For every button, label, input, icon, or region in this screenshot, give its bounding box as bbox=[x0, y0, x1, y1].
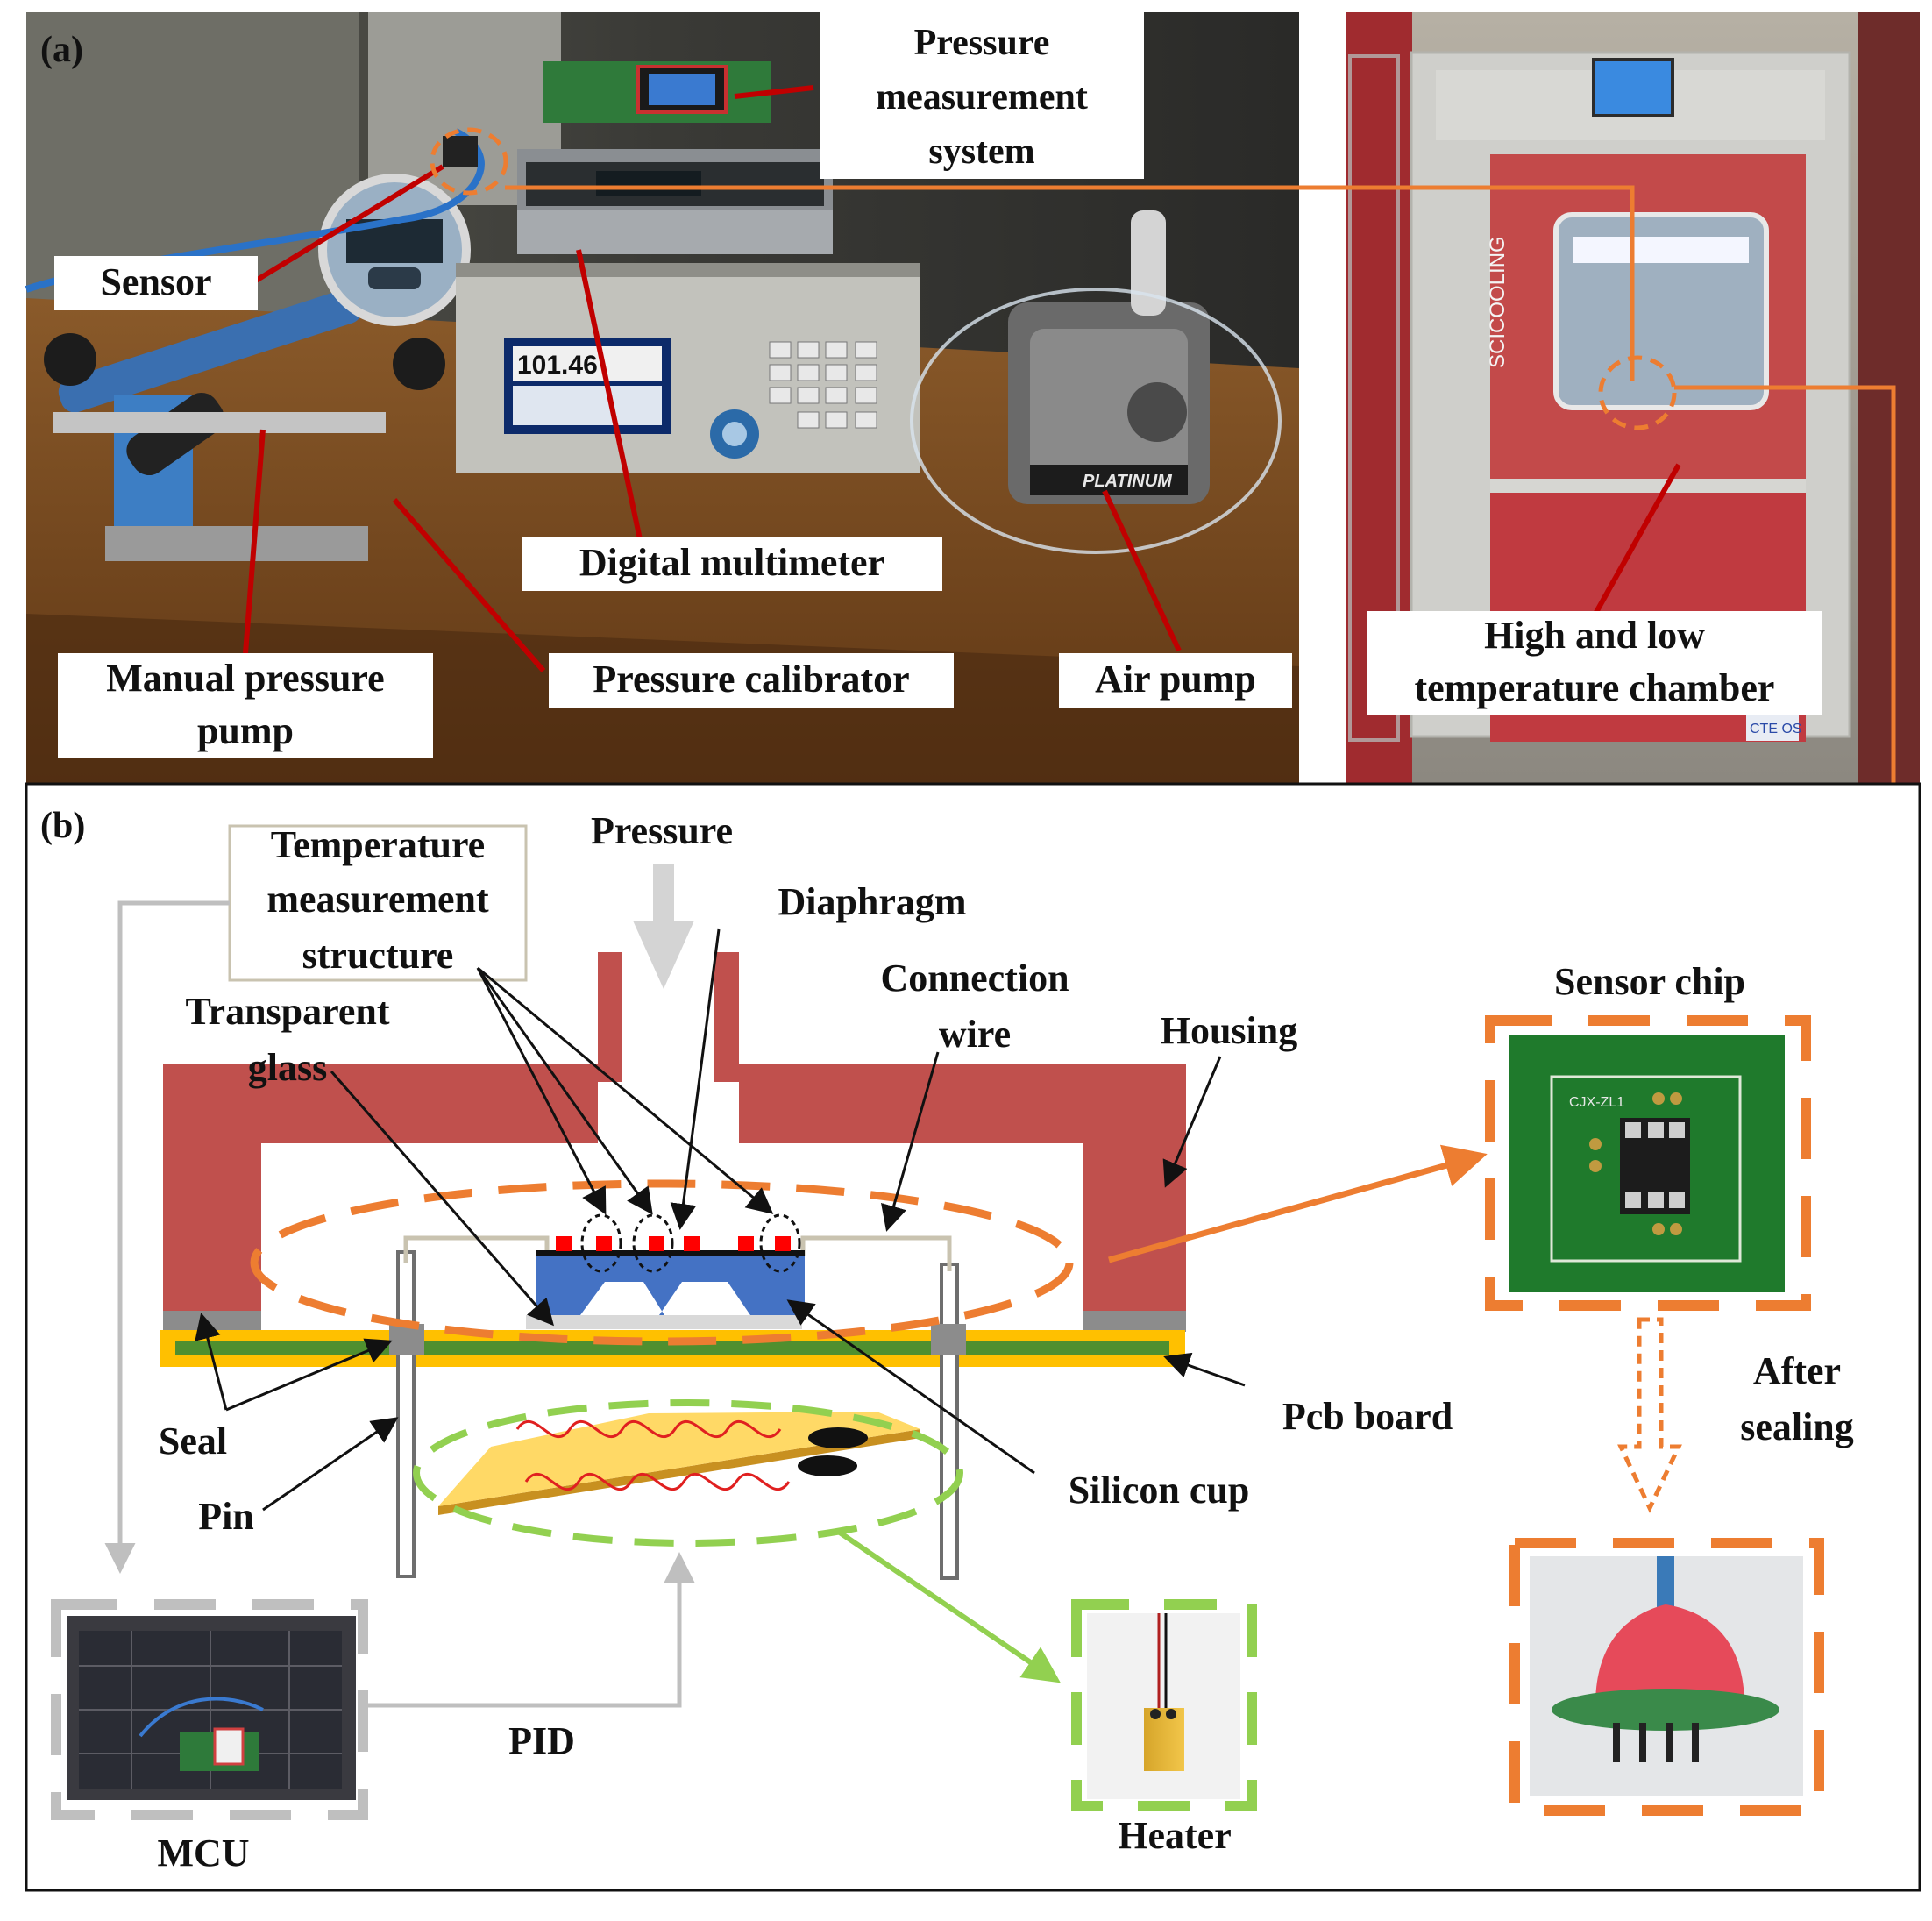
housing bbox=[163, 952, 1186, 1326]
orange-arrow-to-chip bbox=[1108, 1144, 1488, 1263]
svg-text:Digital multimeter: Digital multimeter bbox=[579, 541, 884, 584]
svg-text:Pressure: Pressure bbox=[914, 23, 1050, 63]
svg-text:Pressure calibrator: Pressure calibrator bbox=[593, 658, 909, 701]
label-temperature-chamber: High and low temperature chamber bbox=[1367, 611, 1822, 715]
label-pid: PID bbox=[508, 1719, 575, 1762]
pcb-board bbox=[160, 1330, 1185, 1367]
orange-dashed-ellipse bbox=[250, 1179, 1074, 1346]
label-temperature-measurement-structure: Temperature measurement structure bbox=[228, 823, 528, 982]
air-pump-brand: PLATINUM bbox=[1083, 472, 1173, 491]
label-silicon-cup: Silicon cup bbox=[1069, 1469, 1250, 1512]
label-transparent-glass-1: Transparent bbox=[185, 990, 389, 1033]
sensor-on-stand bbox=[443, 136, 478, 167]
label-pin: Pin bbox=[198, 1495, 254, 1538]
pressure-measurement-board bbox=[543, 61, 771, 123]
leader-lines-a bbox=[243, 85, 1681, 672]
gray-arrow-to-mcu bbox=[104, 900, 230, 1574]
panel-b-tag: (b) bbox=[40, 806, 85, 846]
label-heater: Heater bbox=[1118, 1814, 1231, 1857]
sensor-chip-photo: CJX-ZL1 bbox=[1509, 1035, 1785, 1292]
label-pcb-board: Pcb board bbox=[1282, 1395, 1453, 1438]
heater-element bbox=[438, 1412, 920, 1515]
label-housing: Housing bbox=[1161, 1009, 1298, 1052]
connection-wire-right bbox=[800, 1235, 952, 1271]
label-after-sealing-2: sealing bbox=[1740, 1405, 1854, 1448]
label-diaphragm: Diaphragm bbox=[778, 880, 966, 923]
chamber-badge: CTE OS bbox=[1750, 722, 1802, 736]
sealed-sensor-photo bbox=[1530, 1556, 1803, 1796]
sealed-sensor-dashed-frame bbox=[1509, 1538, 1824, 1816]
label-sensor: Sensor bbox=[54, 256, 258, 310]
label-transparent-glass-2: glass bbox=[248, 1046, 327, 1089]
svg-text:temperature chamber: temperature chamber bbox=[1415, 666, 1775, 709]
label-seal: Seal bbox=[159, 1419, 227, 1462]
svg-text:Air pump: Air pump bbox=[1095, 658, 1256, 701]
label-air-pump: Air pump bbox=[1059, 653, 1292, 708]
heater-dashed-frame bbox=[1071, 1599, 1257, 1811]
label-mcu: MCU bbox=[157, 1832, 249, 1875]
chamber-photo: SCICOOLING CTE OS bbox=[1346, 12, 1920, 784]
callout-arrows-b bbox=[195, 928, 1246, 1512]
mcu-photo bbox=[67, 1616, 356, 1800]
svg-text:Sensor: Sensor bbox=[100, 260, 211, 303]
svg-text:Temperature: Temperature bbox=[271, 823, 485, 866]
svg-text:Manual pressure: Manual pressure bbox=[106, 657, 384, 700]
manual-pump-device bbox=[44, 288, 445, 561]
label-digital-multimeter: Digital multimeter bbox=[522, 537, 942, 591]
after-sealing-arrow bbox=[1617, 1317, 1682, 1513]
chip-cross-section bbox=[526, 1213, 805, 1329]
multimeter-device bbox=[517, 149, 833, 254]
label-connection-wire-2: wire bbox=[939, 1013, 1011, 1056]
seal-left bbox=[163, 1311, 261, 1332]
pid-arrow bbox=[363, 1552, 695, 1708]
label-connection-wire-1: Connection bbox=[880, 957, 1069, 1000]
calibrator-reading: 101.46 bbox=[517, 351, 598, 380]
seal-right bbox=[1083, 1311, 1186, 1332]
pressure-arrow bbox=[633, 864, 694, 989]
svg-text:system: system bbox=[928, 132, 1034, 172]
svg-text:structure: structure bbox=[302, 934, 454, 977]
mcu-dashed-frame bbox=[51, 1599, 368, 1820]
label-pressure-measurement-system: Pressure measurement system bbox=[820, 12, 1144, 179]
calibrator-device: 101.46 bbox=[456, 263, 920, 473]
label-pressure-calibrator: Pressure calibrator bbox=[549, 653, 954, 708]
chamber-brand: SCICOOLING bbox=[1486, 236, 1509, 368]
label-manual-pressure-pump: Manual pressure pump bbox=[58, 653, 433, 758]
sensor-chip-dashed-frame bbox=[1485, 1015, 1811, 1311]
svg-text:pump: pump bbox=[197, 709, 294, 752]
green-arrow-to-heater bbox=[838, 1530, 1061, 1683]
green-dashed-ellipse bbox=[413, 1399, 963, 1547]
svg-text:measurement: measurement bbox=[266, 878, 489, 921]
digital-gauge-device bbox=[318, 174, 471, 326]
heater-photo bbox=[1087, 1613, 1240, 1799]
svg-text:High and low: High and low bbox=[1484, 614, 1705, 657]
air-pump-device: PLATINUM bbox=[910, 210, 1282, 554]
label-pressure: Pressure bbox=[591, 809, 733, 852]
label-sensor-chip: Sensor chip bbox=[1554, 960, 1745, 1003]
chip-marking: CJX-ZL1 bbox=[1569, 1095, 1624, 1110]
svg-text:measurement: measurement bbox=[876, 77, 1088, 117]
label-after-sealing-1: After bbox=[1753, 1349, 1841, 1392]
panel-a-tag: (a) bbox=[40, 30, 83, 70]
